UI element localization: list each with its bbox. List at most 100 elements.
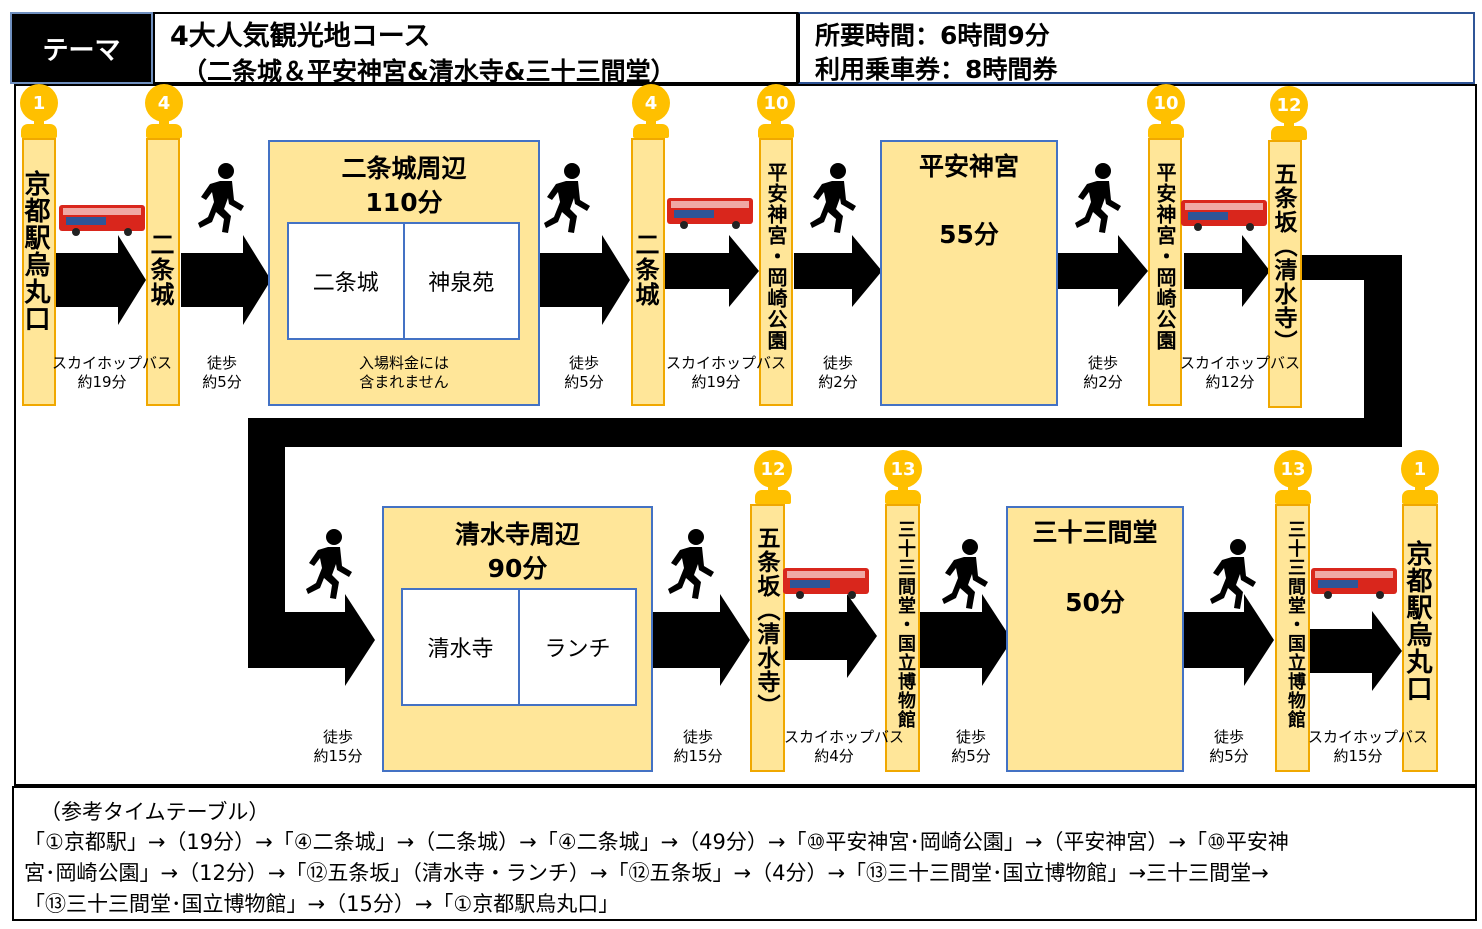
stop-number-badge: 12 <box>1270 86 1308 124</box>
spot-nijo-castle: 二条城 <box>312 271 379 296</box>
stop-name: 二条城 <box>146 232 174 307</box>
pin-cap <box>1275 490 1311 504</box>
stop-label-box: 五条坂（清水寺） <box>750 504 785 772</box>
arrow-10 <box>785 594 877 678</box>
sky-hop-bus-icon <box>1181 200 1267 231</box>
stop-label-box: 三十三間堂・国立博物館 <box>1275 504 1310 772</box>
pin-cap <box>633 124 669 138</box>
course-title-box <box>153 12 798 84</box>
move-label: スカイホップバス約12分 <box>1180 354 1301 391</box>
time-info-box <box>798 12 1475 84</box>
stop-label-box: 平安神宮・岡崎公園 <box>1148 138 1182 406</box>
activity-duration: 90分 <box>487 554 548 583</box>
arrow-8 <box>248 594 375 686</box>
stop-number-badge: 13 <box>1274 450 1312 488</box>
pin-cap <box>21 124 57 138</box>
admission-note: 含まれません <box>359 373 449 391</box>
stop-number-badge: 13 <box>884 450 922 488</box>
activity-sanjusangendo: 三十三間堂 50分 <box>1006 506 1184 772</box>
reference-line: 「①京都駅」→（19分）→「④二条城」→（二条城）→「④二条城」→（49分）→「… <box>24 830 1289 854</box>
pin-neck <box>1415 484 1425 494</box>
arrow-6 <box>1058 235 1148 307</box>
pin-cap <box>146 124 182 138</box>
walking-person-icon <box>668 529 714 599</box>
pin-cap <box>1271 126 1307 140</box>
activity-title: 平安神宮 <box>918 152 1019 181</box>
walking-person-icon <box>544 163 590 233</box>
pin-neck <box>1161 118 1171 128</box>
activity-duration: 110分 <box>365 188 443 217</box>
spot-lunch: ランチ <box>518 590 635 704</box>
stop-number-badge: 4 <box>632 84 670 122</box>
course-title: 4大人気観光地コース <box>170 21 431 52</box>
stop-label-box: 京都駅烏丸口 <box>20 138 56 406</box>
move-label: 徒歩約5分 <box>951 728 991 765</box>
stop-number-badge: 1 <box>20 84 58 122</box>
move-label: スカイホップバス約15分 <box>1308 728 1429 765</box>
arrow-3 <box>540 235 630 325</box>
stop-name: 五条坂（清水寺） <box>1270 162 1296 354</box>
move-label: 徒歩約5分 <box>202 354 242 391</box>
sky-hop-bus-icon <box>59 205 145 236</box>
activity-title: 三十三間堂 <box>1032 518 1158 547</box>
stop-number-badge: 1 <box>1401 450 1439 488</box>
activity-nijo-area: 二条城周辺 110分 二条城 神泉苑 入場料金には 含まれません <box>268 140 540 406</box>
stop-name: 京都駅烏丸口 <box>20 170 50 332</box>
stop-name: 京都駅烏丸口 <box>1402 540 1432 702</box>
move-label: 徒歩約5分 <box>1209 728 1249 765</box>
arrow-4 <box>665 235 759 307</box>
activity-kiyomizu-area: 清水寺周辺 90分 清水寺 ランチ <box>382 506 653 772</box>
activity-spots: 清水寺 ランチ <box>401 588 637 706</box>
stop-label-box: 五条坂（清水寺） <box>1268 140 1302 408</box>
route-diagram-frame <box>14 84 1477 786</box>
pin-neck <box>159 118 169 128</box>
arrow-13 <box>1310 611 1402 691</box>
spot-shinsenen: 神泉苑 <box>402 224 519 338</box>
admission-note: 入場料金には <box>358 354 449 372</box>
pin-cap <box>1402 490 1438 504</box>
row-connector <box>248 255 1402 612</box>
stop-name: 二条城 <box>631 232 659 307</box>
move-label: スカイホップバス約19分 <box>52 354 173 391</box>
walking-person-icon <box>1075 163 1121 233</box>
walking-person-icon <box>942 539 988 609</box>
activity-heian-shrine: 平安神宮 55分 <box>880 140 1058 406</box>
arrow-9 <box>652 594 750 686</box>
activity-title: 二条城周辺 <box>341 154 467 183</box>
course-subtitle: （二条城＆平安神宮&清水寺&三十三間堂） <box>182 57 676 86</box>
ticket-type: 利用乗車券：8時間券 <box>815 55 1058 84</box>
arrow-1 <box>56 235 146 325</box>
sky-hop-bus-icon <box>783 568 869 599</box>
move-label: 徒歩約5分 <box>564 354 604 391</box>
move-label: 徒歩約15分 <box>313 728 363 765</box>
stop-label-box: 三十三間堂・国立博物館 <box>885 504 920 772</box>
move-label: 徒歩約15分 <box>673 728 723 765</box>
move-label: スカイホップバス約19分 <box>666 354 787 391</box>
activity-duration: 55分 <box>939 220 999 249</box>
sky-hop-bus-icon <box>667 198 753 229</box>
pin-cap <box>885 490 921 504</box>
activity-title: 清水寺周辺 <box>454 520 580 549</box>
pin-neck <box>34 118 44 128</box>
stop-name: 三十三間堂・国立博物館 <box>1285 520 1306 729</box>
stop-label-box: 二条城 <box>146 138 180 406</box>
reference-timetable-box <box>12 786 1477 921</box>
stop-number-badge: 10 <box>757 84 795 122</box>
stop-number-badge: 10 <box>1147 84 1185 122</box>
reference-line: 「⑬三十三間堂･国立博物館」→（15分）→「①京都駅烏丸口」 <box>24 892 620 916</box>
stop-name: 平安神宮・岡崎公園 <box>1153 162 1177 351</box>
pin-cap <box>1148 124 1184 138</box>
pin-neck <box>898 484 908 494</box>
activity-spots: 二条城 神泉苑 <box>287 222 520 340</box>
stop-label-box: 平安神宮・岡崎公園 <box>759 138 793 406</box>
pin-cap <box>758 124 794 138</box>
walking-person-icon <box>198 163 244 233</box>
walking-person-icon <box>810 163 856 233</box>
activity-duration: 50分 <box>1065 588 1125 617</box>
pin-neck <box>768 484 778 494</box>
arrow-5 <box>794 235 882 307</box>
pin-neck <box>1288 484 1298 494</box>
walking-person-icon <box>306 529 352 599</box>
stop-number-badge: 4 <box>145 84 183 122</box>
